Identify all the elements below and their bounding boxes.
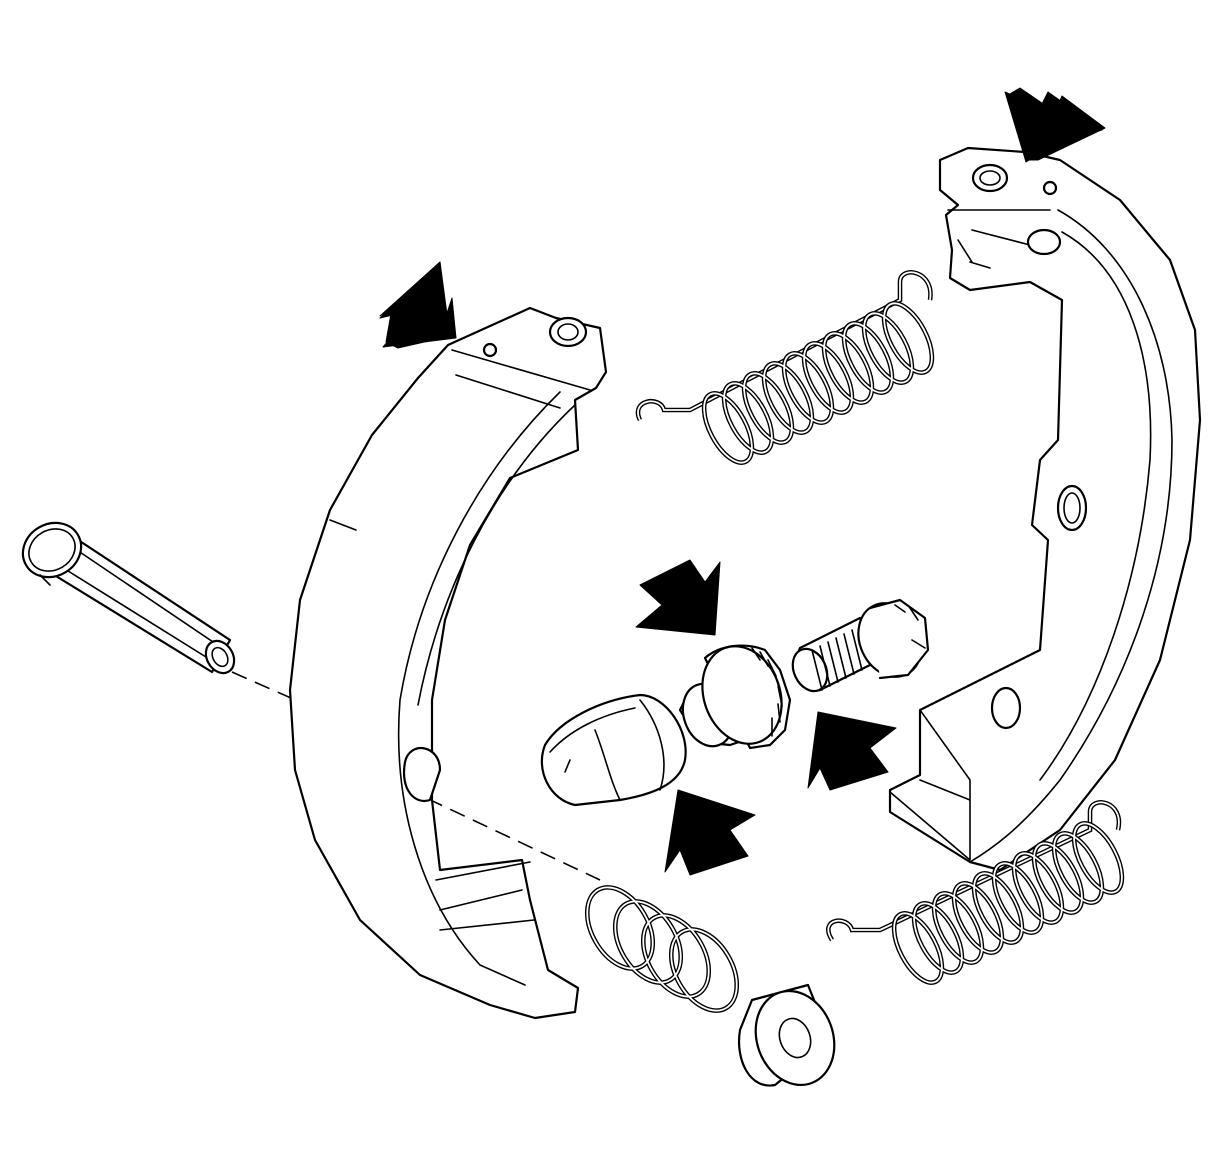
hold-down-spring [584, 885, 740, 1013]
hold-down-cup [737, 983, 836, 1087]
brake-shoe-left [288, 306, 608, 1020]
retaining-pin [21, 521, 236, 675]
lower-return-spring [826, 800, 1125, 985]
brake-shoe-right [888, 146, 1202, 872]
upper-return-spring [635, 270, 935, 465]
callout-arrow-right-shoe [1004, 87, 1106, 163]
callout-arrow-adjuster-right [807, 711, 897, 791]
callout-arrow-spring [664, 789, 756, 876]
callout-arrow-adjuster-top [635, 559, 721, 636]
assembly-centerline [231, 671, 601, 881]
adjuster-nut [678, 644, 792, 750]
adjuster-screw [791, 598, 930, 693]
callout-arrow-left-shoe [379, 261, 457, 349]
adjuster-socket [540, 693, 687, 807]
